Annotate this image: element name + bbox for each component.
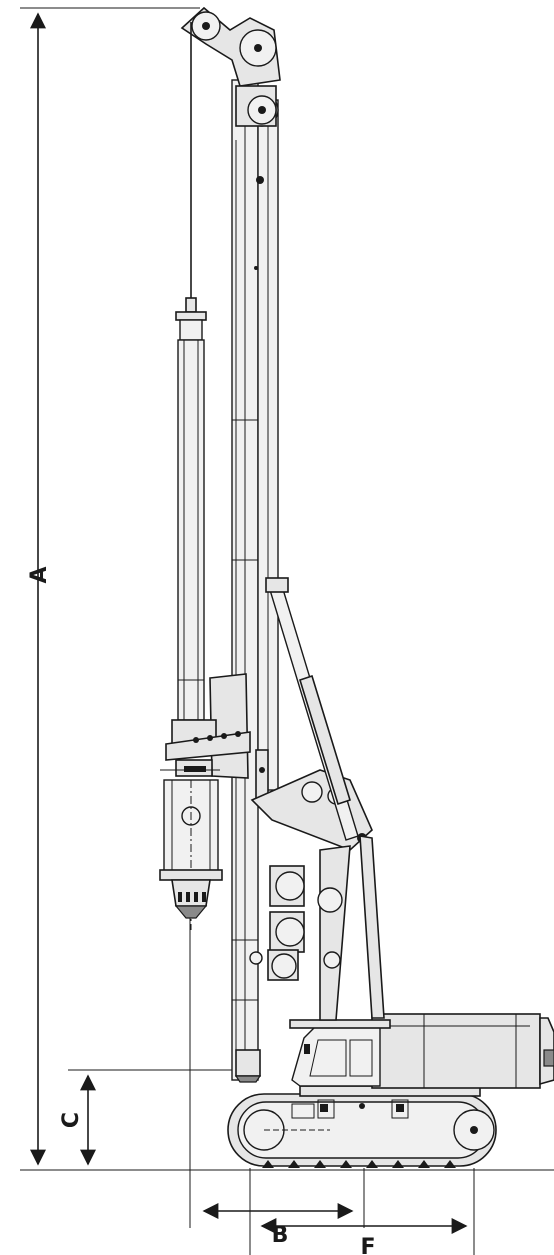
dimension-f: F: [260, 1218, 468, 1255]
drilling-bucket: [159, 779, 223, 930]
rotary-drive: [160, 673, 251, 779]
dimension-c-label: C: [59, 1112, 84, 1128]
crawler-track: [227, 1093, 497, 1168]
winches: [249, 865, 305, 981]
dimension-a-label: A: [27, 566, 52, 583]
dimension-b: B: [202, 1203, 354, 1248]
dimension-a: A: [27, 12, 52, 1166]
mast-cylinder: [265, 577, 359, 841]
dimension-f-label: F: [360, 1235, 375, 1255]
kelly-bar: [175, 297, 207, 721]
dimension-c: C: [59, 1074, 96, 1166]
mast-head: [180, 6, 281, 127]
upper-carriage: [289, 1013, 554, 1097]
operator-cab: [291, 1025, 381, 1087]
